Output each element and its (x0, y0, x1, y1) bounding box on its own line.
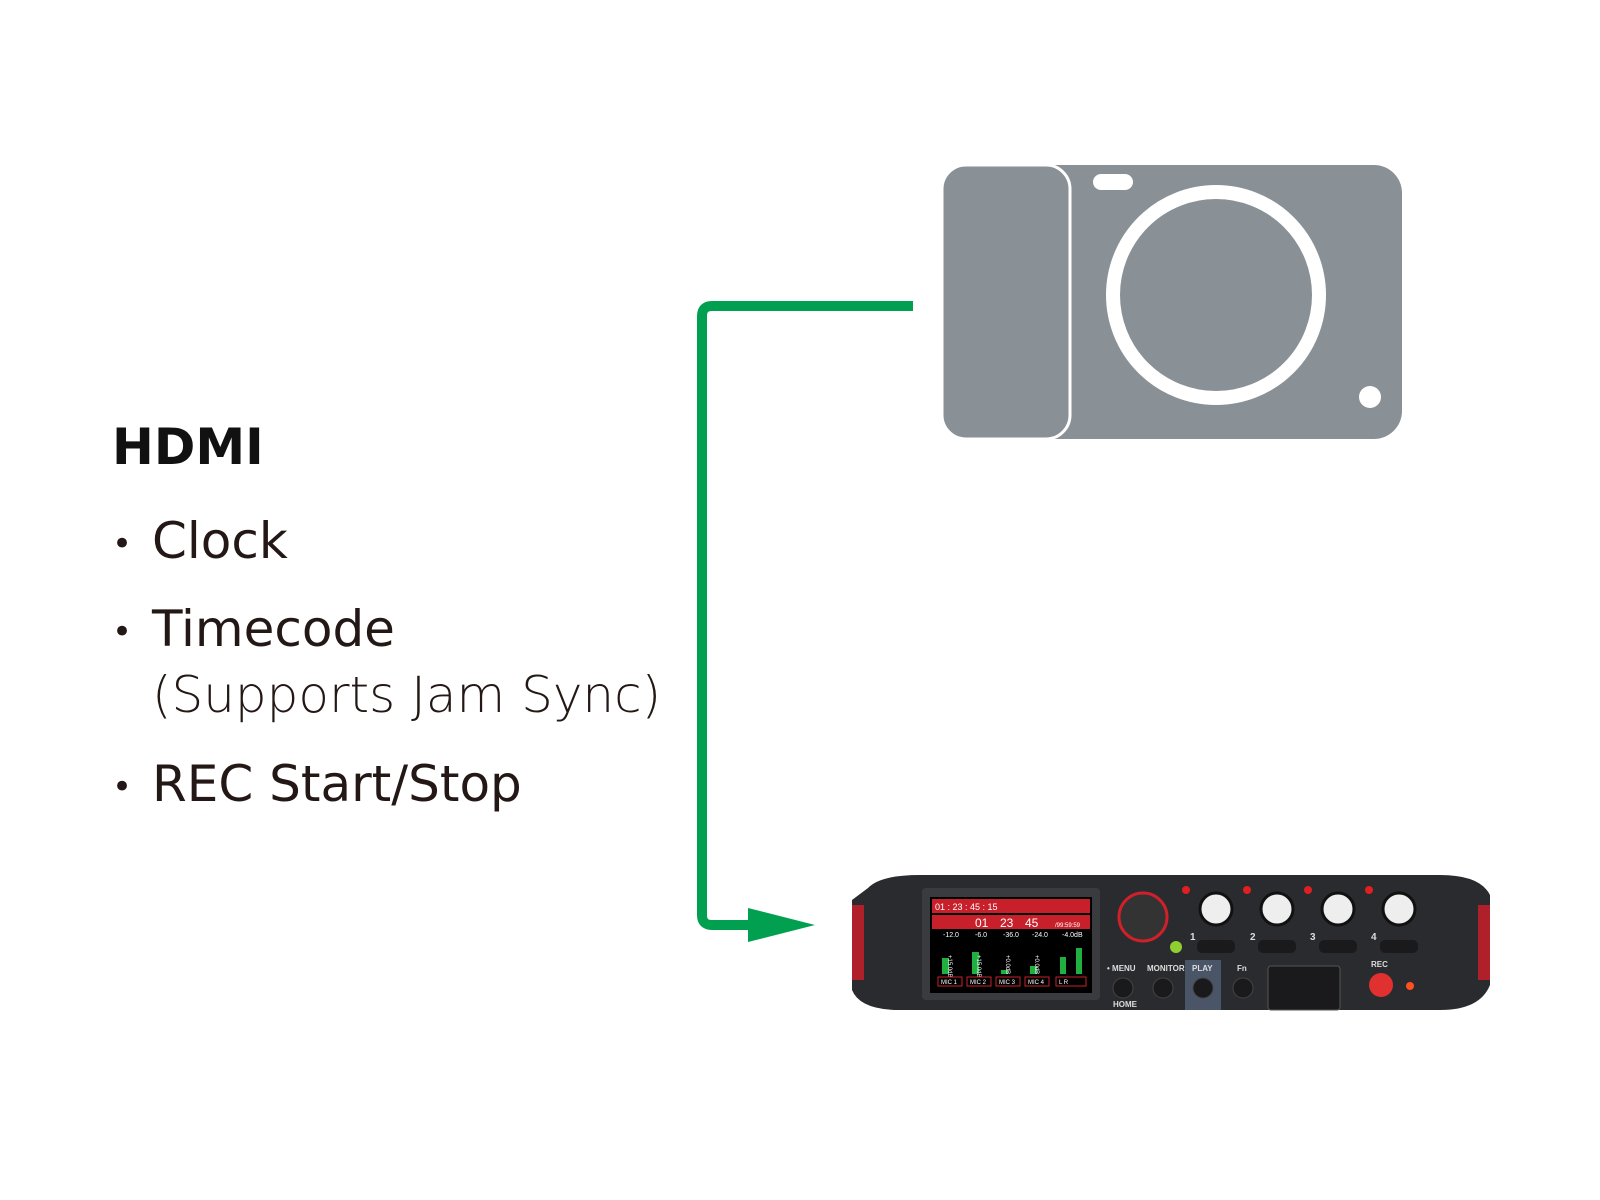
svg-text:4: 4 (1371, 932, 1377, 943)
arrow-head-icon (748, 908, 815, 942)
svg-text:+15.0dB: +15.0dB (975, 955, 981, 978)
svg-text:/99:59:59: /99:59:59 (1055, 923, 1081, 929)
svg-text:-4.0dB: -4.0dB (1062, 932, 1083, 939)
hdmi-cable (697, 301, 913, 930)
audio-recorder: 01 : 23 : 45 : 15 01 23 45 /99:59:59 -12… (852, 875, 1490, 1011)
menu-button[interactable] (1112, 977, 1134, 999)
fn-button[interactable] (1232, 977, 1254, 999)
svg-text:-24.0: -24.0 (1032, 932, 1048, 939)
svg-text:Fn: Fn (1237, 964, 1247, 973)
svg-text:01: 01 (975, 916, 989, 930)
play-button[interactable] (1192, 977, 1214, 999)
svg-text:MIC 4: MIC 4 (1028, 980, 1045, 986)
svg-text:HOME: HOME (1113, 1000, 1138, 1009)
jam-sync-note: (Supports Jam Sync) (152, 666, 662, 724)
svg-text:+0.0dB: +0.0dB (1004, 955, 1010, 974)
monitor-button[interactable] (1152, 977, 1174, 999)
card-slot-cover (1267, 965, 1341, 1011)
svg-text:+15.0dB: +15.0dB (946, 955, 952, 978)
rec-led (1406, 982, 1414, 990)
svg-text:+0.0dB: +0.0dB (1033, 955, 1039, 974)
svg-text:-6.0: -6.0 (975, 932, 987, 939)
rec-button[interactable] (1369, 973, 1393, 997)
svg-text:MIC 3: MIC 3 (999, 980, 1016, 986)
svg-text:2: 2 (1250, 932, 1256, 943)
status-led (1170, 941, 1182, 953)
svg-text:-12.0: -12.0 (943, 932, 959, 939)
svg-text:L R: L R (1059, 980, 1069, 986)
camera-icon (940, 163, 1402, 441)
svg-text:1: 1 (1190, 932, 1196, 943)
svg-text:3: 3 (1310, 932, 1316, 943)
svg-text:• MENU: • MENU (1107, 964, 1136, 973)
svg-text:MONITOR: MONITOR (1147, 964, 1185, 973)
svg-text:MIC 2: MIC 2 (970, 980, 987, 986)
svg-text:45: 45 (1025, 916, 1039, 930)
svg-text:MIC 1: MIC 1 (941, 980, 958, 986)
main-encoder-knob (1117, 891, 1169, 943)
svg-text:-36.0: -36.0 (1003, 932, 1019, 939)
left-handle (852, 905, 864, 980)
svg-text:PLAY: PLAY (1192, 964, 1213, 973)
level-meters (942, 948, 1082, 974)
gain-knobs (1182, 886, 1417, 927)
connection-title: HDMI (112, 418, 264, 476)
svg-text:01 : 23 : 45 : 15: 01 : 23 : 45 : 15 (935, 902, 998, 912)
svg-text:REC: REC (1371, 960, 1388, 969)
svg-text:23: 23 (1000, 916, 1014, 930)
right-handle (1478, 905, 1490, 980)
